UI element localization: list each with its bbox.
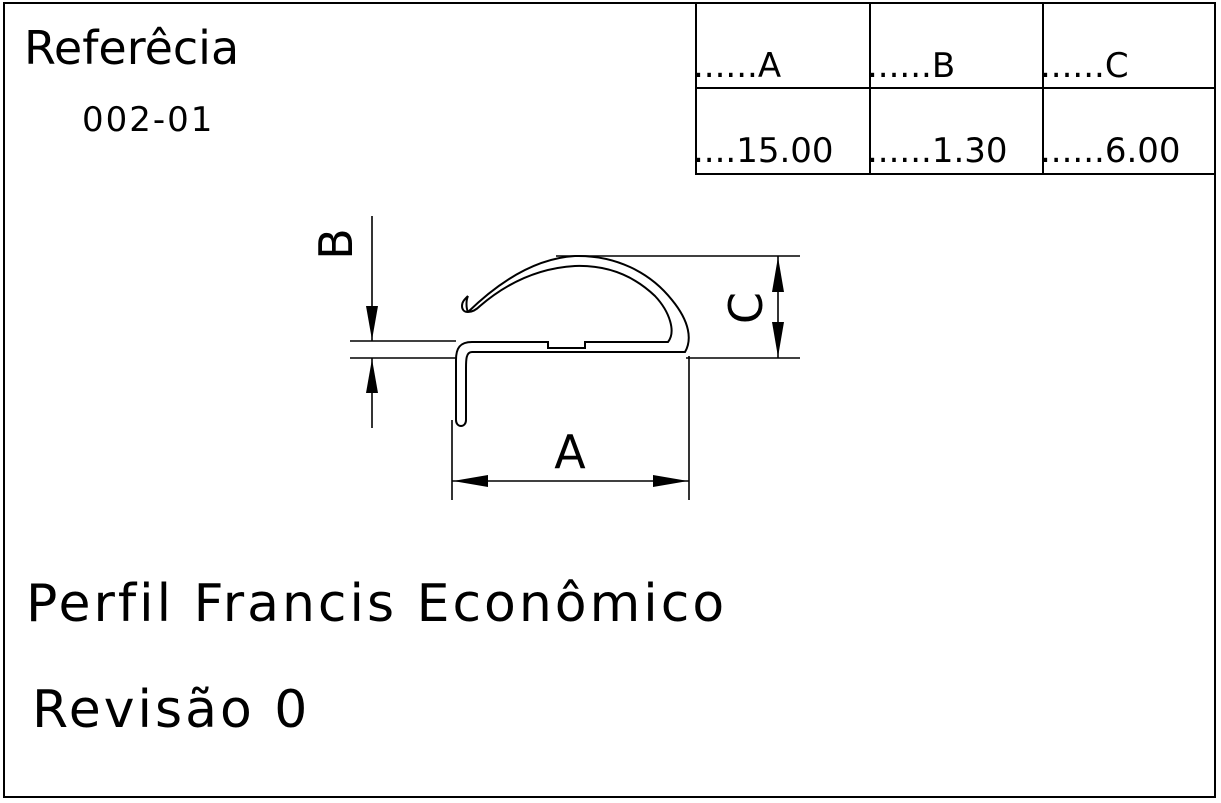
table-value-c: ......6.00	[1040, 131, 1181, 171]
table-header-c: ......C	[1040, 46, 1129, 86]
dim-b-arrow-down	[366, 306, 378, 340]
table-value-b: ......1.30	[867, 131, 1008, 171]
dim-c-label: C	[719, 292, 773, 324]
profile-lip-cap	[465, 295, 469, 313]
reference-code: 002-01	[82, 100, 214, 140]
dim-a-arrow-right	[653, 475, 688, 487]
dimension-table: ......A ......B ......C ....15.00 ......…	[693, 2, 1216, 175]
dim-b-label: B	[309, 228, 363, 260]
dimension-c: C	[556, 255, 800, 359]
dim-a-arrow-left	[453, 475, 488, 487]
profile-outer-contour	[455, 254, 690, 427]
sheet-border	[3, 2, 1216, 798]
reference-label: Referêcia	[24, 21, 239, 75]
drawing-title: Perfil Francis Econômico	[26, 574, 727, 634]
dimension-a: A	[451, 356, 690, 500]
revision-label: Revisão 0	[32, 680, 310, 740]
dim-c-arrow-down	[772, 322, 784, 357]
dim-c-arrow-up	[772, 257, 784, 292]
dimension-b: B	[309, 216, 456, 428]
dim-b-arrow-up	[366, 359, 378, 393]
table-value-a: ....15.00	[693, 131, 834, 171]
profile-drawing	[455, 254, 690, 427]
table-header-a: ......A	[693, 46, 781, 86]
table-header-b: ......B	[867, 46, 955, 86]
dim-a-label: A	[554, 425, 586, 479]
